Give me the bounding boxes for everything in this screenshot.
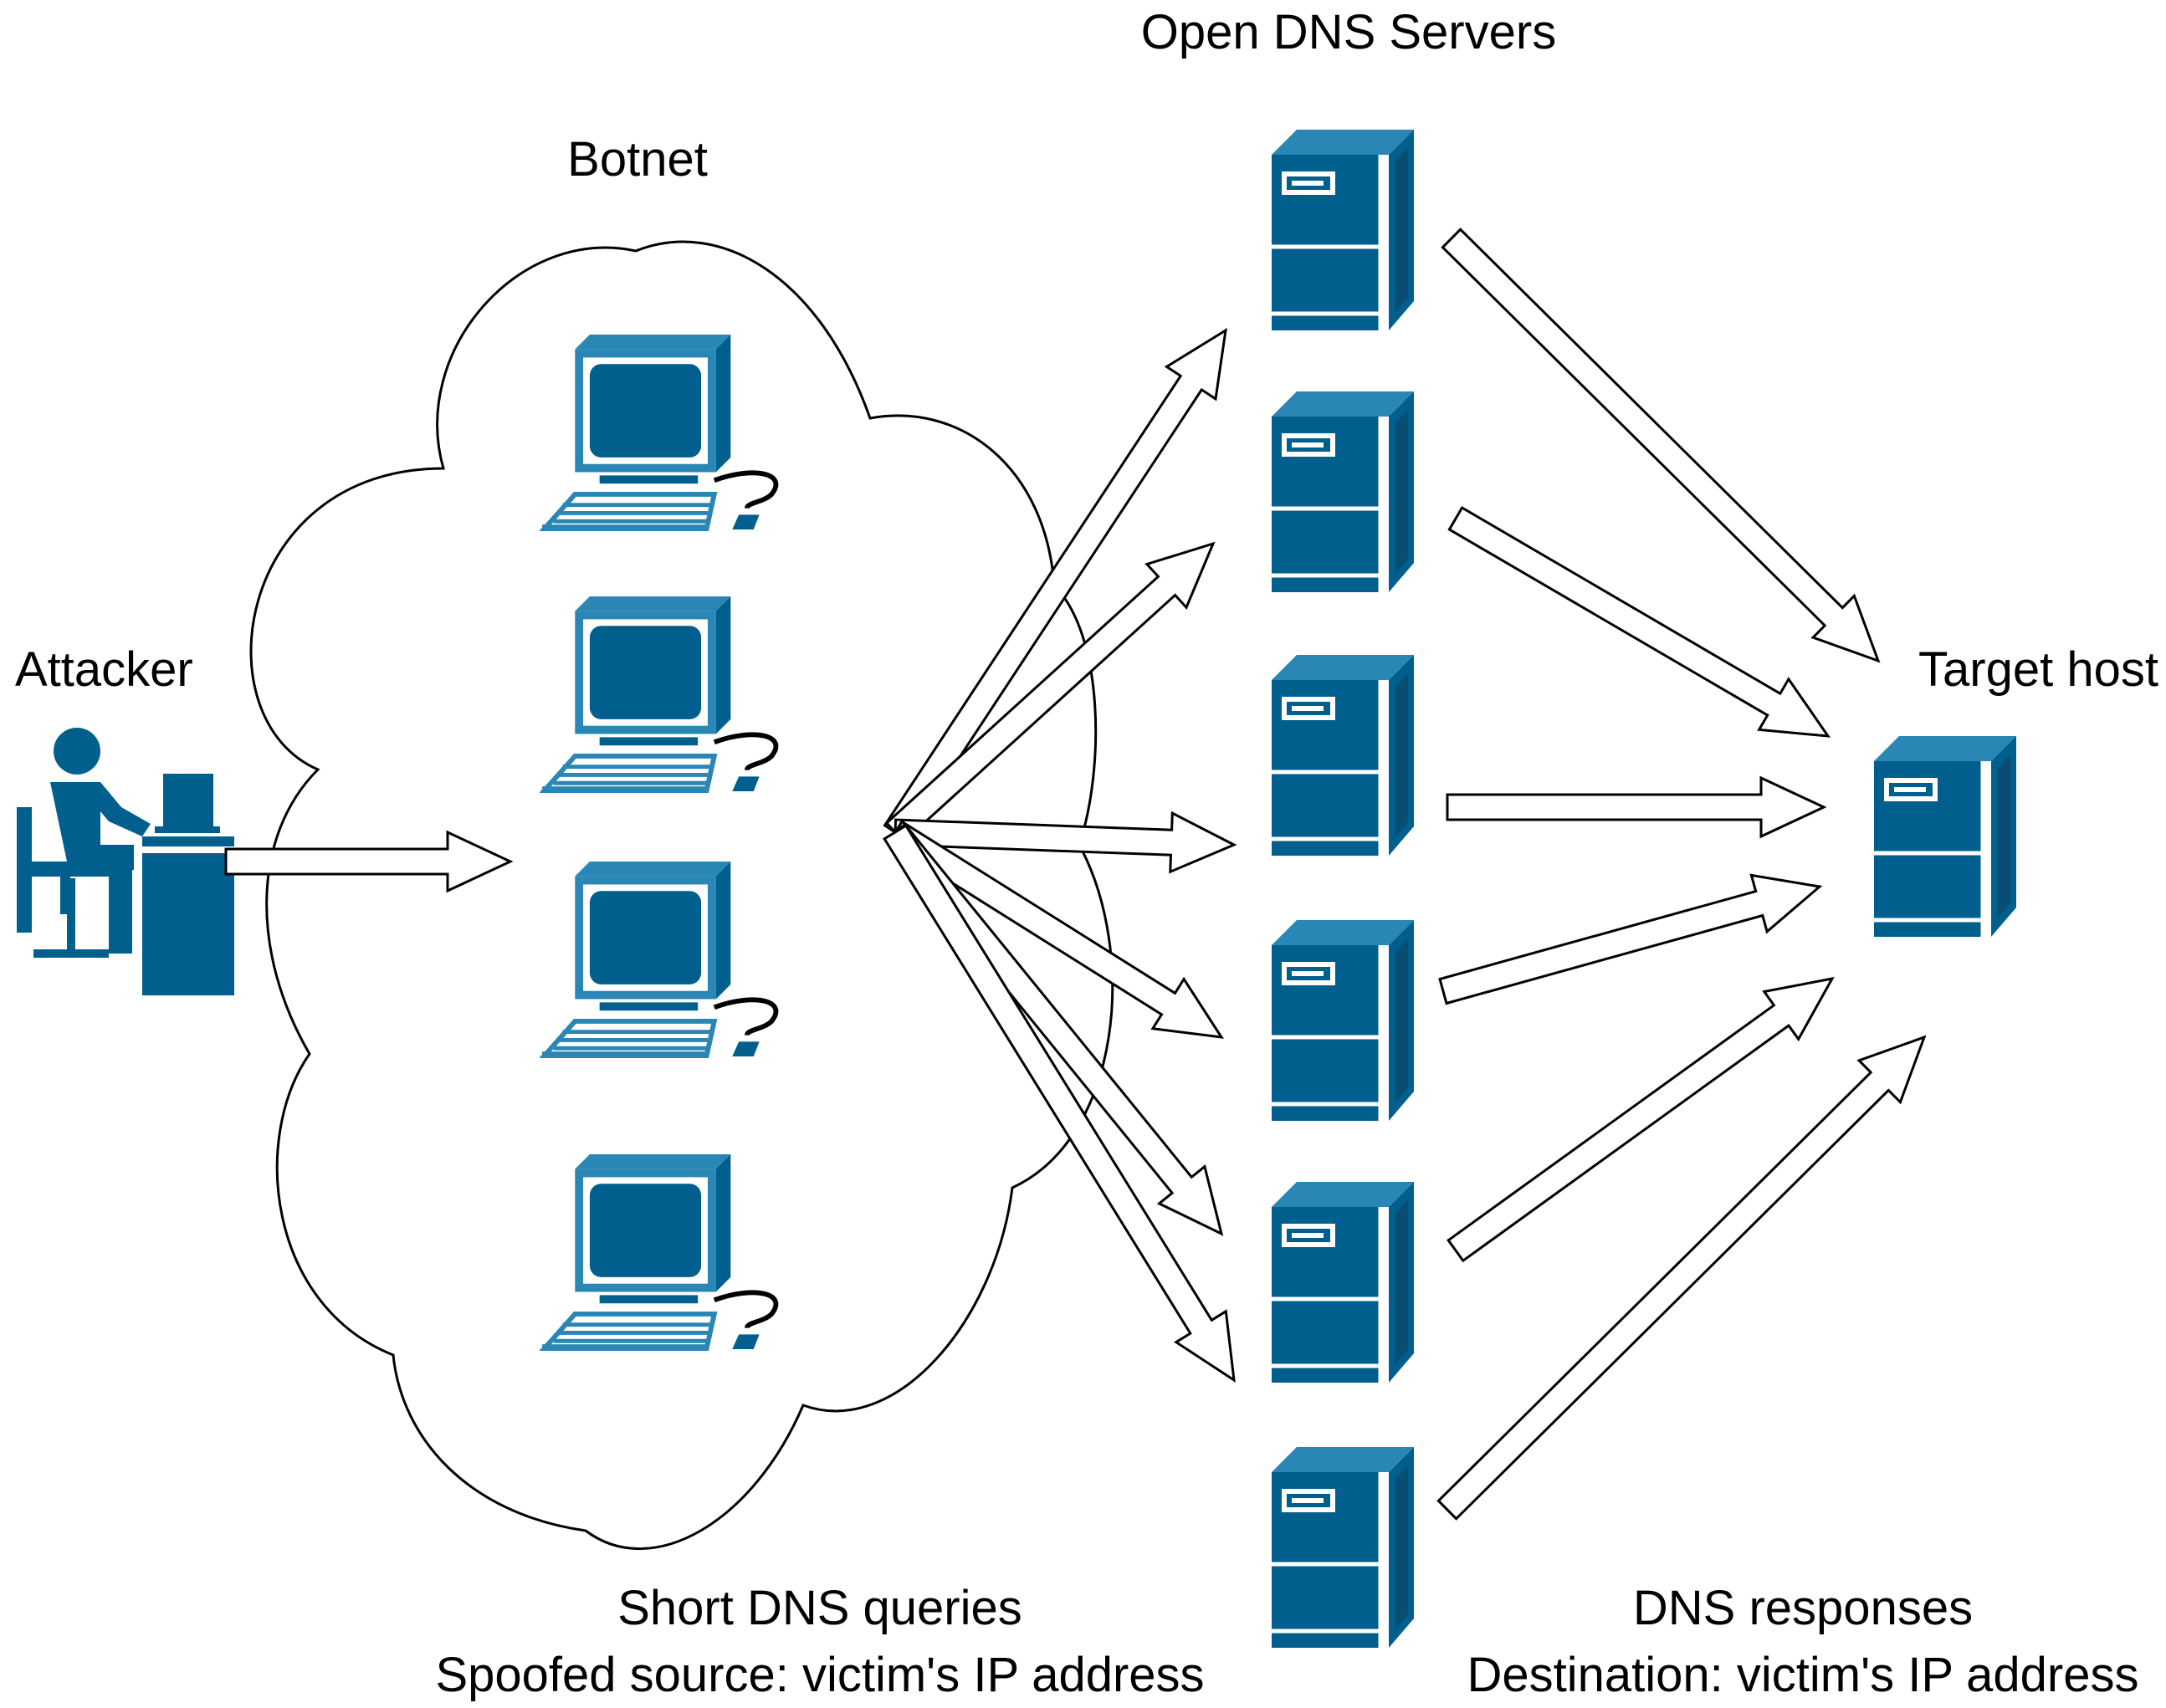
dns-server-icon [1272,391,1414,592]
queries-caption-line2: Spoofed source: victim's IP address [435,1648,1204,1702]
dns-query-arrow [893,811,1237,874]
target-host-server-icon [1874,736,2016,937]
botnet-label: Botnet [567,132,708,187]
open-dns-servers-label: Open DNS Servers [1141,5,1556,59]
dns-query-arrow [886,820,1225,1039]
queries-caption-line1: Short DNS queries [617,1581,1022,1635]
dns-server-icon [1272,1447,1414,1648]
dns-query-arrow [884,541,1216,844]
dns-response-arrow [1438,873,1823,1005]
dns-response-arrow [1446,775,1827,839]
arrows-group [224,228,1927,1521]
attacker-label: Attacker [15,642,193,697]
dns-response-arrow [1447,976,1835,1263]
responses-caption-line1: DNS responses [1633,1581,1973,1635]
dns-response-arrow [1441,228,1881,663]
dns-server-icon [1272,1182,1414,1383]
dns-server-icon [1272,920,1414,1121]
attacker-to-botnet-arrow [224,830,514,893]
target-host-label: Target host [1918,642,2158,697]
dns-query-arrow [883,824,1236,1383]
dns-server-icon [1272,130,1414,330]
dns-query-arrow [883,328,1227,841]
dns-response-arrow [1436,1035,1927,1521]
dns-server-icon [1272,655,1414,856]
responses-caption-line2: Destination: victim's IP address [1467,1648,2139,1702]
attacker-icon [17,728,234,995]
dns-response-arrow [1447,505,1831,738]
